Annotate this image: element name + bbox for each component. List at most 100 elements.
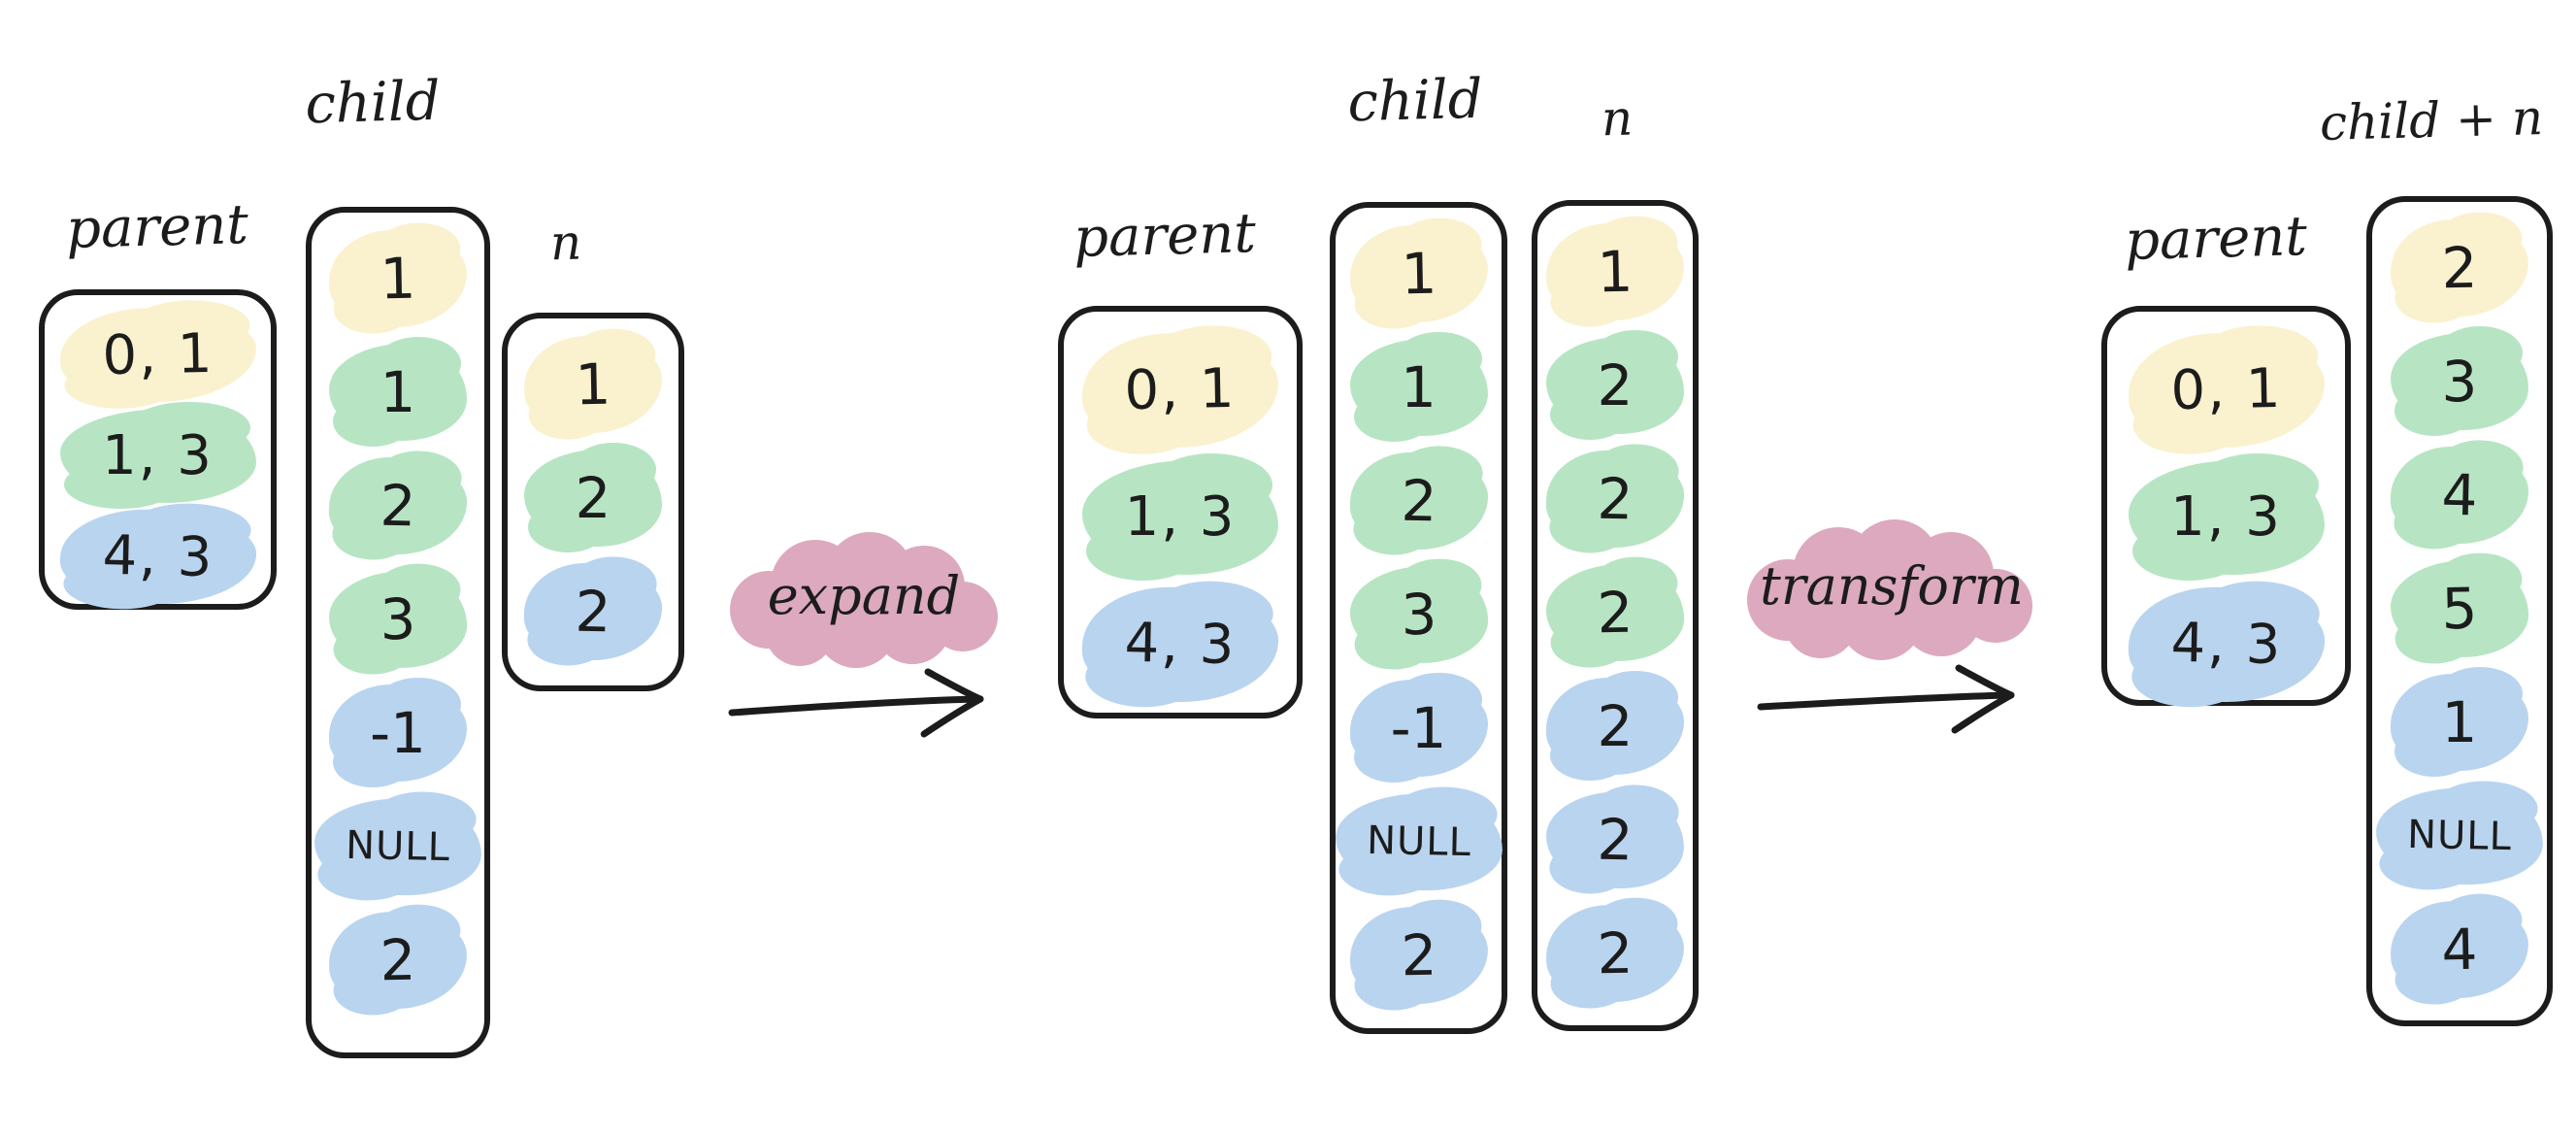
table-cell: 1, 3 [1082,453,1278,581]
cell-value: NULL [345,822,451,871]
table-cell: 0, 1 [58,306,257,404]
cell-value: 2 [1596,806,1635,874]
column-label-child: child [1346,67,1484,135]
table-cell: 4 [2389,445,2530,546]
table-cell: 2 [1546,330,1684,440]
column-label-child: child [304,69,442,137]
cell-value: 1 [574,351,612,418]
cell-value: 0, 1 [1123,356,1238,423]
n-column: 1 2 2 2 2 2 2 [1532,200,1699,1031]
transform-step-label: transform [1760,554,2024,617]
table-cell: 0, 1 [1080,331,1280,450]
cell-value: 4 [2440,916,2479,984]
table-cell: 2 [1544,789,1686,890]
table-cell: NULL [313,796,483,897]
cell-value: NULL [1366,818,1471,866]
table-cell: 2 [1545,562,1685,663]
expand-arrow-icon [728,668,984,738]
table-cell: 1 [2391,667,2528,777]
cell-value: 1, 3 [2170,485,2282,549]
table-cell: 3 [1348,564,1489,665]
cell-value: 5 [2440,575,2479,643]
cell-value: 1, 3 [1124,485,1237,549]
n-column: 1 2 2 [502,313,684,691]
table-label-parent: parent [65,193,249,261]
cell-value: 1 [379,245,417,313]
cell-value: 0, 1 [2169,356,2283,423]
table-cell: 2 [1544,449,1686,550]
transform-arrow-icon [1757,664,2015,734]
parent-table: 0, 1 1, 3 4, 3 [1058,306,1303,718]
table-cell: 2 [1348,451,1489,551]
expand-cloud: expand [718,524,1009,672]
table-cell: 2 [1348,905,1489,1006]
table-cell: 1 [328,228,468,329]
table-cell: 0, 1 [2127,331,2326,450]
cell-value: 1, 3 [102,423,214,487]
cell-value: 4, 3 [1123,611,1238,678]
cell-value: 3 [379,585,417,653]
table-cell: 3 [2391,326,2528,436]
cell-value: 1 [1401,354,1437,420]
table-cell: 1, 3 [59,402,256,509]
cell-value: 2 [1597,693,1634,759]
column-label-child-plus-n: child + n [2319,88,2544,152]
cell-value: 2 [2440,234,2479,302]
table-cell: 1, 3 [2128,453,2325,581]
table-cell: NULL [2374,785,2545,886]
cell-value: 2 [574,578,612,646]
transform-cloud: transform [1735,513,2048,664]
cell-value: 2 [1400,921,1437,989]
cloud-shape-icon [730,532,998,668]
table-label-parent: parent [2124,205,2308,273]
table-cell: 2 [1545,903,1685,1004]
table-cell: 2 [522,561,664,662]
table-cell: 4, 3 [1080,584,1280,705]
table-cell: -1 [329,678,467,787]
table-cell: 2 [2390,217,2529,318]
table-label-parent: parent [1073,202,1257,270]
cell-value: 1 [1400,240,1437,308]
table-cell: -1 [1349,673,1488,783]
cell-value: -1 [370,700,426,766]
expand-step-label: expand [767,564,961,626]
table-cell: 2 [327,455,469,556]
table-cell: 4, 3 [58,507,257,607]
cell-value: 3 [1400,581,1437,649]
cell-value: 2 [379,472,417,540]
cell-value: 2 [379,926,417,994]
table-cell: 1 [523,334,663,435]
table-cell: 1 [1349,332,1488,442]
cell-value: 4 [2440,461,2479,529]
cell-value: 1 [1596,238,1635,306]
table-cell: 1 [1348,223,1489,324]
cell-value: 2 [1596,579,1635,647]
column-label-n: n [549,214,582,272]
table-cell: 5 [2390,558,2529,659]
table-cell: 2 [524,443,662,552]
cell-value: 4, 3 [2169,611,2283,678]
table-cell: 1 [1545,221,1685,322]
cell-value: 2 [1400,467,1437,535]
cell-value: 4, 3 [101,523,215,589]
cell-value: -1 [1390,695,1447,761]
table-cell: 2 [328,910,468,1011]
parent-table: 0, 1 1, 3 4, 3 [2101,306,2351,706]
cell-value: 1 [380,359,416,425]
cell-value: 2 [1597,352,1634,418]
table-cell: 1 [329,337,467,447]
cell-value: 1 [2441,689,2478,755]
cell-value: 3 [2441,349,2478,415]
table-cell: 4 [2390,899,2529,1000]
column-label-n: n [1601,89,1634,148]
cell-value: 0, 1 [101,321,215,387]
table-cell: 2 [1546,671,1684,781]
cloud-shape-icon [1747,519,2032,660]
table-cell: 3 [328,569,468,670]
cell-value: 2 [1596,919,1635,987]
cell-value: 2 [575,465,611,531]
